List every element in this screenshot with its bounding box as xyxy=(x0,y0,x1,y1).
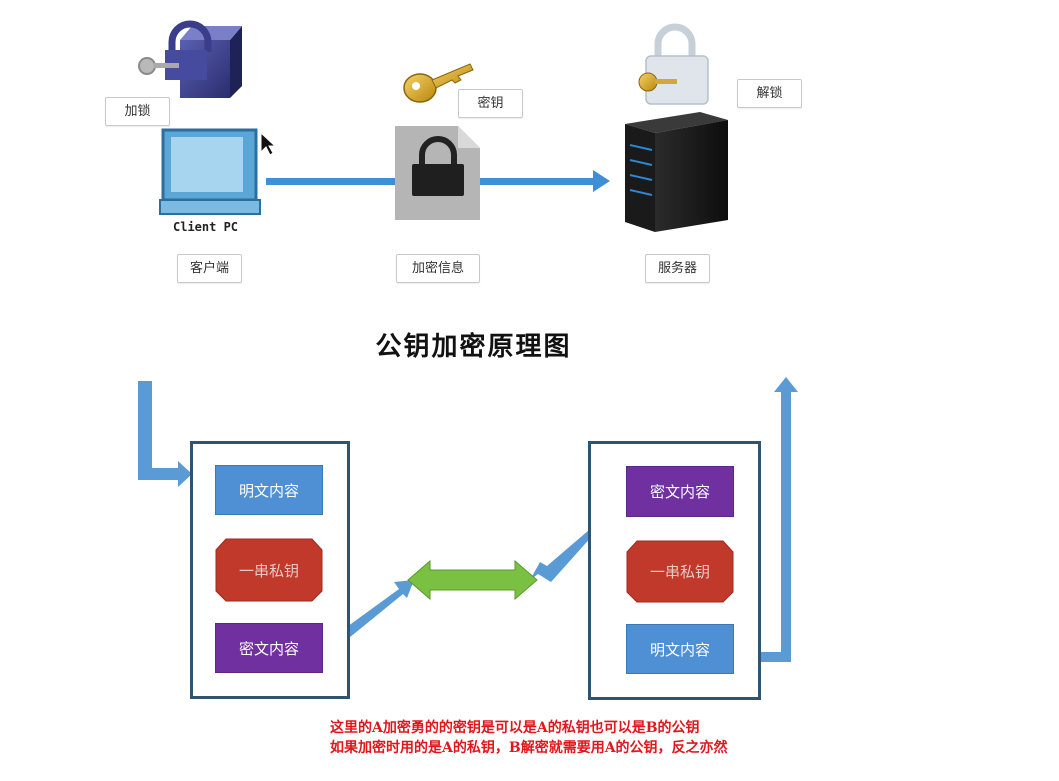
diagram-title: 公钥加密原理图 xyxy=(375,332,572,362)
right-ciphertext-box: 密文内容 xyxy=(626,466,734,517)
server-icon xyxy=(625,112,728,232)
right-private-key-box: 一串私钥 xyxy=(649,563,710,581)
server-label: 服务器 xyxy=(645,254,710,283)
pc-caption: Client PC xyxy=(173,220,239,234)
encrypted-info-label: 加密信息 xyxy=(396,254,480,283)
unlock-label: 解锁 xyxy=(737,79,802,108)
note-line-2: 如果加密时用的是A的私钥，B解密就需要用A的公钥，反之亦然 xyxy=(330,740,728,756)
exchange-double-arrow xyxy=(407,559,538,601)
output-arrow xyxy=(757,377,798,662)
key-label: 密钥 xyxy=(458,89,523,118)
lock-label: 加锁 xyxy=(105,97,170,126)
right-plaintext-box: 明文内容 xyxy=(626,624,734,674)
note-line-1: 这里的A加密勇的的密钥是可以是A的私钥也可以是B的公钥 xyxy=(330,720,700,736)
unlock-padlock-icon xyxy=(638,23,709,105)
mouse-cursor-icon xyxy=(260,131,277,156)
key-icon xyxy=(403,63,474,103)
left-private-key-box: 一串私钥 xyxy=(238,561,299,580)
lock-icon xyxy=(138,20,242,98)
client-pc-icon xyxy=(159,128,261,215)
client-label: 客户端 xyxy=(177,254,242,283)
input-arrow xyxy=(138,381,192,487)
left-ciphertext-box: 密文内容 xyxy=(215,623,323,673)
encrypted-document-icon xyxy=(395,126,480,220)
left-plaintext-box: 明文内容 xyxy=(215,465,323,515)
